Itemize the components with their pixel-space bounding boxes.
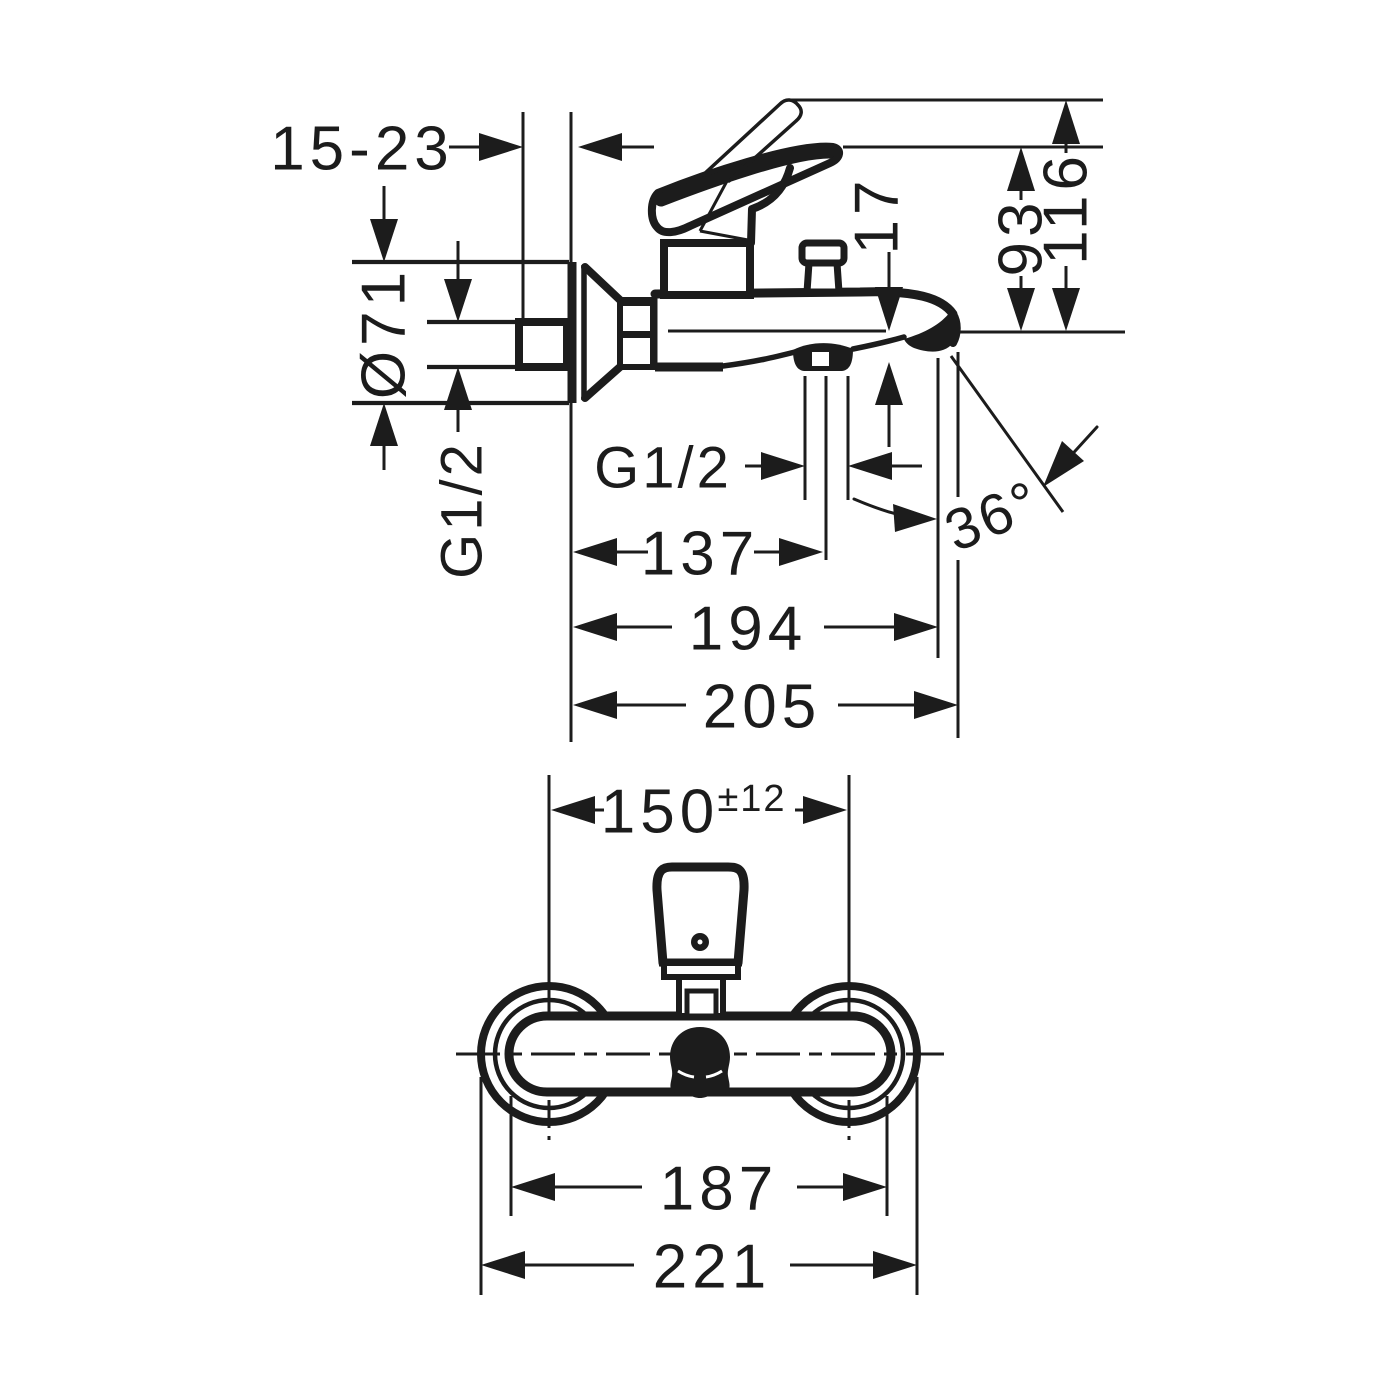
arrowhead xyxy=(873,1251,917,1279)
dim-wall-thread: G1/2 xyxy=(430,241,495,579)
spout-nose xyxy=(904,312,957,352)
dim-label-overall-width: 221 xyxy=(653,1233,771,1302)
spout-front xyxy=(670,1027,730,1098)
dim-body-width: 187 xyxy=(509,1096,889,1224)
dim-outlet-offset: 17 xyxy=(843,176,912,447)
arrowhead xyxy=(573,613,617,641)
dim-total-projection: 205 xyxy=(573,352,960,742)
height-reference-lines xyxy=(790,98,1125,334)
arrowhead xyxy=(875,362,903,405)
wall-reference-lines xyxy=(521,112,573,742)
arrowhead xyxy=(875,287,903,331)
arrowhead xyxy=(894,613,938,641)
handle-front xyxy=(652,862,749,1019)
arrowhead xyxy=(914,691,958,719)
lever-raised-outline xyxy=(701,98,803,183)
arrowhead xyxy=(1052,100,1080,144)
spout-underside xyxy=(720,349,798,369)
front-view: 150 ±12 xyxy=(456,775,944,1302)
arrowhead xyxy=(444,279,472,322)
dim-label-spout-angle: 36° xyxy=(936,468,1050,564)
arrowhead xyxy=(444,367,472,410)
diverter-knob-base xyxy=(803,259,843,296)
dim-escutcheon-diameter: Ø71 xyxy=(350,186,419,470)
dim-outlet-thread: G1/2 xyxy=(594,436,922,501)
dim-label-lever-height: 93 xyxy=(987,198,1056,277)
arrowhead xyxy=(370,219,398,262)
arrowhead xyxy=(511,1173,555,1201)
arrowhead xyxy=(1007,288,1035,331)
body-top-edge xyxy=(650,287,958,319)
arrowhead xyxy=(848,452,892,480)
arrowhead xyxy=(893,504,937,532)
arrowhead xyxy=(761,452,805,480)
dim-wall-to-spout-end: 194 xyxy=(573,358,940,664)
lever-neck xyxy=(747,164,794,247)
arrowhead xyxy=(1007,147,1035,191)
arrowhead xyxy=(843,1173,887,1201)
dim-label-escutcheon-diameter: Ø71 xyxy=(350,267,419,399)
arrowhead xyxy=(551,796,595,824)
handle-body xyxy=(652,862,749,968)
dim-total-height: 116 xyxy=(1032,100,1101,331)
dim-label-wall-depth: 15-23 xyxy=(270,115,454,184)
dim-connection-spacing: 150 ±12 xyxy=(551,778,847,847)
mixer-side-silhouette xyxy=(515,98,961,403)
dim-label-connection-tolerance: ±12 xyxy=(717,778,786,820)
dim-lever-height: 93 xyxy=(987,147,1056,331)
dim-wall-to-outlet: 137 xyxy=(573,520,823,589)
arrowhead xyxy=(578,133,622,161)
arrowhead xyxy=(481,1251,525,1279)
spout-outlet-blob xyxy=(670,1027,730,1098)
outlet-extension-lines xyxy=(803,376,850,560)
dim-label-total-height: 116 xyxy=(1032,151,1101,265)
dim-overall-width: 221 xyxy=(479,1077,919,1302)
arrowhead xyxy=(573,538,617,566)
dim-label-total-projection: 205 xyxy=(703,673,821,742)
arrowhead xyxy=(779,538,823,566)
arrowhead xyxy=(479,133,523,161)
dim-wall-depth: 15-23 xyxy=(270,115,654,184)
dim-label-outlet-offset: 17 xyxy=(843,176,912,255)
arrowhead xyxy=(1052,288,1080,331)
side-view: 15-23 Ø71 G1/2 xyxy=(270,98,1125,742)
dim-label-wall-to-outlet: 137 xyxy=(641,520,759,589)
handle-stem-step xyxy=(684,988,719,1019)
arrowhead xyxy=(370,403,398,446)
dim-label-wall-to-spout-end: 194 xyxy=(689,595,807,664)
dim-label-connection-spacing: 150 xyxy=(601,778,719,847)
wall-connector xyxy=(515,318,571,371)
dim-label-outlet-thread: G1/2 xyxy=(594,436,732,501)
arrowhead xyxy=(803,796,847,824)
cartridge-housing xyxy=(660,239,754,299)
dim-label-wall-thread: G1/2 xyxy=(430,441,495,579)
arrowhead xyxy=(1043,441,1084,487)
dim-label-body-width: 187 xyxy=(660,1155,778,1224)
arrowhead xyxy=(573,691,617,719)
